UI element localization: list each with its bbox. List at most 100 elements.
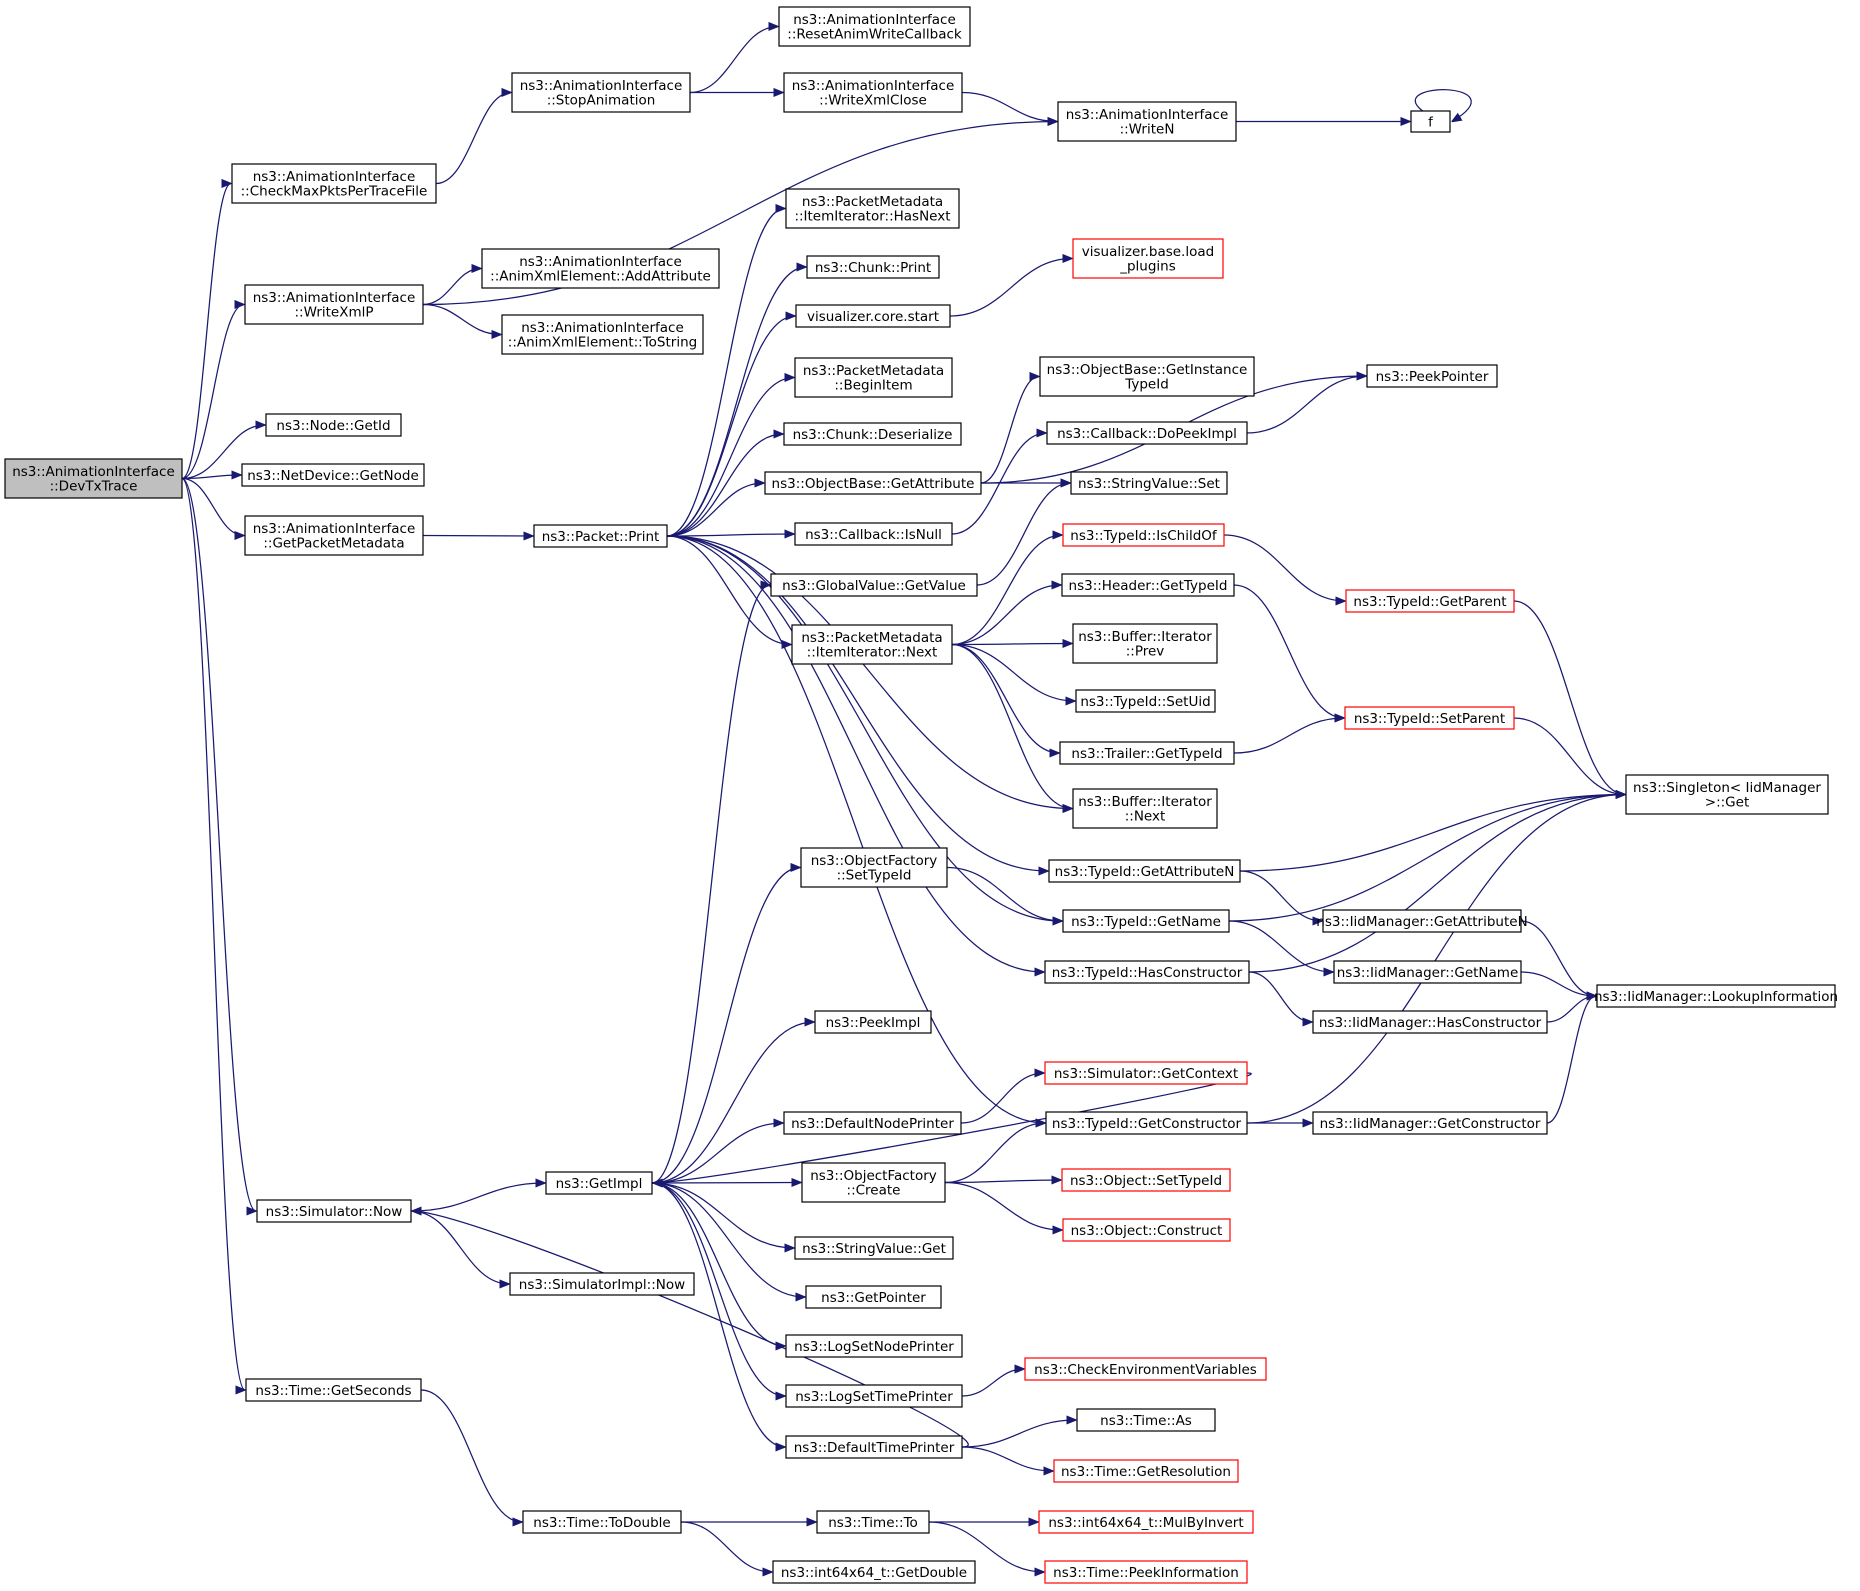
node-peekinfo[interactable]: ns3::Time::PeekInformation: [1044, 1560, 1248, 1584]
edge-getimpl-to-objfactcreate: [651, 1183, 801, 1184]
node-objconstruct[interactable]: ns3::Object::Construct: [1062, 1218, 1231, 1242]
node-peekimpl[interactable]: ns3::PeekImpl: [814, 1010, 932, 1034]
node-label-line: ns3::PeekPointer: [1376, 369, 1489, 385]
node-timeto[interactable]: ns3::Time::To: [816, 1510, 930, 1534]
node-label-line: ::SetTypeId: [837, 868, 912, 884]
node-dopeekimpl[interactable]: ns3::Callback::DoPeekImpl: [1046, 421, 1248, 445]
node-stringvalset[interactable]: ns3::StringValue::Set: [1070, 471, 1228, 495]
node-getdouble[interactable]: ns3::int64x64_t::GetDouble: [772, 1560, 976, 1584]
node-timeas[interactable]: ns3::Time::As: [1076, 1408, 1216, 1432]
node-singletonget[interactable]: ns3::Singleton< IidManager >::Get: [1625, 774, 1829, 815]
node-objbasegetattr[interactable]: ns3::ObjectBase::GetAttribute: [764, 471, 982, 495]
node-label-line: ns3::TypeId::GetName: [1071, 914, 1221, 930]
node-hasnext[interactable]: ns3::PacketMetadata::ItemIterator::HasNe…: [785, 188, 960, 229]
node-getpktmeta[interactable]: ns3::AnimationInterface::GetPacketMetada…: [244, 515, 424, 556]
node-typeidgetctor[interactable]: ns3::TypeId::GetConstructor: [1045, 1111, 1248, 1135]
node-packetprint[interactable]: ns3::Packet::Print: [533, 524, 668, 548]
node-checkmax[interactable]: ns3::AnimationInterface::CheckMaxPktsPer…: [231, 163, 437, 204]
node-vizload[interactable]: visualizer.base.load_plugins: [1072, 238, 1224, 279]
node-label-line: ns3::PacketMetadata: [802, 194, 943, 210]
node-objsettypeid[interactable]: ns3::Object::SetTypeId: [1061, 1168, 1231, 1192]
edge-iidhasctor-to-lookupinfo: [1546, 996, 1596, 1023]
node-addattr[interactable]: ns3::AnimationInterface::AnimXmlElement:…: [481, 248, 720, 289]
node-objfactcreate[interactable]: ns3::ObjectFactory::Create: [801, 1162, 946, 1203]
node-chunkdeser[interactable]: ns3::Chunk::Deserialize: [783, 422, 962, 446]
node-tostring[interactable]: ns3::AnimationInterface::AnimXmlElement:…: [501, 314, 704, 355]
node-chunkprint[interactable]: ns3::Chunk::Print: [806, 255, 940, 279]
node-f[interactable]: f: [1410, 110, 1451, 133]
node-label-line: ns3::SimulatorImpl::Now: [519, 1277, 685, 1293]
node-simgetcontext[interactable]: ns3::Simulator::GetContext: [1044, 1061, 1248, 1085]
node-mulbyinvert[interactable]: ns3::int64x64_t::MulByInvert: [1038, 1510, 1254, 1534]
node-simimplnow[interactable]: ns3::SimulatorImpl::Now: [509, 1272, 695, 1296]
node-headergettypeid[interactable]: ns3::Header::GetTypeId: [1061, 573, 1235, 597]
node-setuid[interactable]: ns3::TypeId::SetUid: [1075, 689, 1216, 713]
node-label-line: ns3::AnimationInterface: [792, 78, 955, 94]
node-label-line: ns3::LogSetTimePrinter: [795, 1389, 953, 1405]
node-hasconstructor[interactable]: ns3::TypeId::HasConstructor: [1044, 960, 1250, 984]
node-ischildof[interactable]: ns3::TypeId::IsChildOf: [1062, 523, 1225, 547]
node-label-line: ns3::TypeId::IsChildOf: [1070, 528, 1218, 544]
node-stopanim[interactable]: ns3::AnimationInterface::StopAnimation: [511, 72, 691, 113]
edge-hasconstructor-to-iidhasctor: [1248, 971, 1312, 1022]
node-iidhasctor[interactable]: ns3::IidManager::HasConstructor: [1312, 1010, 1548, 1034]
node-box: [800, 847, 948, 888]
node-lookupinfo[interactable]: ns3::IidManager::LookupInformation: [1594, 984, 1838, 1008]
node-resetanim[interactable]: ns3::AnimationInterface::ResetAnimWriteC…: [778, 6, 971, 47]
node-logsettimeprinter[interactable]: ns3::LogSetTimePrinter: [785, 1384, 963, 1408]
node-vizstart[interactable]: visualizer.core.start: [795, 304, 951, 328]
node-simnow[interactable]: ns3::Simulator::Now: [256, 1199, 412, 1223]
node-box: [481, 248, 720, 289]
node-getattributen[interactable]: ns3::TypeId::GetAttributeN: [1048, 859, 1241, 883]
node-getpointer[interactable]: ns3::GetPointer: [805, 1285, 942, 1309]
node-checkenv[interactable]: ns3::CheckEnvironmentVariables: [1024, 1357, 1267, 1381]
node-getparent[interactable]: ns3::TypeId::GetParent: [1345, 589, 1515, 613]
node-box: [785, 1435, 963, 1459]
node-box: [1062, 523, 1225, 547]
node-label-line: ns3::IidManager::GetConstructor: [1320, 1116, 1541, 1132]
node-box: [1070, 471, 1228, 495]
edge-devtx-to-simnow: [181, 477, 256, 1212]
node-label-line: ns3::Chunk::Print: [815, 260, 931, 276]
node-itemnext[interactable]: ns3::PacketMetadata::ItemIterator::Next: [791, 624, 953, 665]
node-stringvalget[interactable]: ns3::StringValue::Get: [794, 1236, 954, 1260]
node-timegetseconds[interactable]: ns3::Time::GetSeconds: [245, 1378, 422, 1402]
node-label-line: ns3::Callback::DoPeekImpl: [1057, 426, 1237, 442]
edge-defnodeprinter-to-simgetcontext: [960, 1073, 1044, 1124]
node-writexmlp[interactable]: ns3::AnimationInterface::WriteXmlP: [244, 284, 424, 325]
node-peekpointer[interactable]: ns3::PeekPointer: [1366, 364, 1498, 388]
node-label-line: ::WriteXmlP: [294, 305, 373, 321]
node-callbackisnull[interactable]: ns3::Callback::IsNull: [794, 522, 953, 546]
node-netdevgetnode[interactable]: ns3::NetDevice::GetNode: [241, 463, 425, 487]
node-typeidgetname[interactable]: ns3::TypeId::GetName: [1062, 909, 1230, 933]
node-nodegetid[interactable]: ns3::Node::GetId: [265, 413, 402, 437]
node-writexmlclose[interactable]: ns3::AnimationInterface::WriteXmlClose: [783, 72, 963, 113]
node-iidgetname[interactable]: ns3::IidManager::GetName: [1333, 960, 1522, 984]
node-trailergettypeid[interactable]: ns3::Trailer::GetTypeId: [1059, 741, 1235, 765]
node-getimpl[interactable]: ns3::GetImpl: [545, 1171, 653, 1195]
edge-deftimeprinter-to-getresolution: [961, 1446, 1053, 1471]
edge-getimpl-to-logsetnodeprinter: [651, 1182, 785, 1346]
node-logsetnodeprinter[interactable]: ns3::LogSetNodePrinter: [785, 1334, 963, 1358]
node-iidgetattrn[interactable]: ns3::IidManager::GetAttributeN: [1316, 909, 1528, 933]
node-timetodouble[interactable]: ns3::Time::ToDouble: [522, 1510, 682, 1534]
node-box: [1061, 573, 1235, 597]
node-globalgetvalue[interactable]: ns3::GlobalValue::GetValue: [770, 573, 978, 597]
node-writen[interactable]: ns3::AnimationInterface::WriteN: [1057, 101, 1237, 142]
edge-dopeekimpl-to-peekpointer: [1246, 376, 1366, 434]
node-devtx[interactable]: ns3::AnimationInterface::DevTxTrace: [4, 458, 183, 499]
node-iidgetctor[interactable]: ns3::IidManager::GetConstructor: [1312, 1111, 1548, 1135]
edge-devtx-to-writexmlp: [181, 305, 244, 480]
node-bufnext[interactable]: ns3::Buffer::Iterator::Next: [1072, 788, 1218, 829]
node-bufprev[interactable]: ns3::Buffer::Iterator::Prev: [1072, 623, 1218, 664]
node-deftimeprinter[interactable]: ns3::DefaultTimePrinter: [785, 1435, 963, 1459]
node-label-line: ns3::ObjectBase::GetInstance: [1047, 362, 1248, 378]
node-getresolution[interactable]: ns3::Time::GetResolution: [1053, 1459, 1239, 1483]
node-label-line: ns3::IidManager::GetAttributeN: [1316, 914, 1527, 930]
node-setparent[interactable]: ns3::TypeId::SetParent: [1344, 706, 1515, 730]
node-defnodeprinter[interactable]: ns3::DefaultNodePrinter: [783, 1111, 962, 1135]
node-beginitem[interactable]: ns3::PacketMetadata::BeginItem: [794, 357, 953, 398]
edge-packetprint-to-hasnext: [666, 209, 785, 537]
node-objfactsettypeid[interactable]: ns3::ObjectFactory::SetTypeId: [800, 847, 948, 888]
